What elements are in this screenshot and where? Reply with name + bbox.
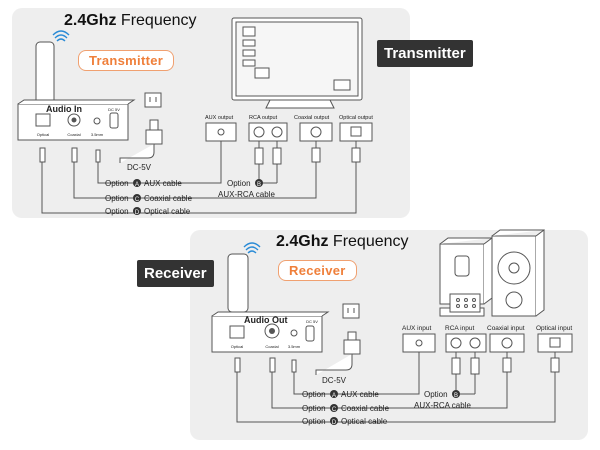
transmitter-frequency-bold: 2.4Ghz: [64, 12, 117, 29]
tv-output-aux-label: AUX output: [205, 115, 234, 121]
transmitter-option-a-prefix: Option: [105, 179, 129, 188]
transmitter-port-title: Audio In: [46, 104, 82, 114]
receiver-option-b: Option B: [424, 390, 460, 399]
receiver-frequency-rest: Frequency: [328, 233, 409, 250]
receiver-option-a-text: AUX cable: [341, 390, 379, 399]
tv-output-coaxial-label: Coaxial output: [294, 115, 330, 121]
transmitter-port-dc: DC 5V: [108, 107, 120, 112]
transmitter-option-d-text: Optical cable: [144, 207, 191, 216]
receiver-aux-rca-label: AUX-RCA cable: [414, 401, 471, 410]
transmitter-frequency-title: 2.4Ghz Frequency: [64, 12, 197, 30]
receiver-badge: Receiver: [278, 260, 357, 281]
receiver-port-35mm: 3.5mm: [288, 344, 301, 349]
receiver-option-d: Option D Optical cable: [302, 417, 388, 426]
tv-output-rca-label: RCA output: [249, 115, 278, 121]
transmitter-option-b: Option B: [227, 179, 263, 188]
transmitter-side-label: Transmitter: [377, 40, 473, 67]
receiver-power-adapter: [315, 303, 361, 375]
receiver-port-title: Audio Out: [244, 315, 288, 325]
transmitter-option-d-letter: D: [135, 210, 140, 216]
receiver-frequency-bold: 2.4Ghz: [276, 233, 329, 250]
receiver-port-dc: DC 5V: [306, 319, 318, 324]
transmitter-badge: Transmitter: [78, 50, 175, 71]
receiver-option-a-letter: A: [332, 393, 336, 399]
receiver-wifi-icon: [243, 242, 261, 254]
transmitter-power-adapter: [119, 92, 163, 163]
receiver-option-b-prefix: Option: [424, 390, 448, 399]
receiver-frequency-title: 2.4Ghz Frequency: [276, 233, 409, 251]
receiver-option-d-text: Optical cable: [341, 417, 388, 426]
transmitter-port-optical: Optical: [37, 132, 50, 137]
speaker-input-rca-label: RCA input: [445, 325, 474, 332]
receiver-option-a: Option A AUX cable: [302, 390, 379, 399]
transmitter-option-a: Option A AUX cable: [105, 179, 182, 188]
transmitter-option-d-prefix: Option: [105, 207, 129, 216]
transmitter-option-c-text: Coaxial cable: [144, 194, 193, 203]
transmitter-device: [17, 99, 136, 141]
tv-device: [231, 17, 363, 109]
transmitter-power-label: DC-5V: [127, 163, 152, 172]
receiver-antenna: [227, 253, 249, 313]
transmitter-option-d: Option D Optical cable: [105, 207, 191, 216]
receiver-option-c-letter: C: [332, 407, 337, 413]
transmitter-port-coaxial: Coaxial: [67, 132, 80, 137]
receiver-option-c-text: Coaxial cable: [341, 404, 390, 413]
receiver-option-a-prefix: Option: [302, 390, 326, 399]
transmitter-option-b-prefix: Option: [227, 179, 251, 188]
receiver-cables: [234, 352, 560, 423]
transmitter-wifi-icon: [52, 30, 70, 42]
transmitter-antenna: [35, 41, 55, 105]
tv-output-optical-label: Optical output: [339, 115, 373, 121]
speaker-input-coaxial-label: Coaxial input: [487, 325, 525, 332]
transmitter-option-a-text: AUX cable: [144, 179, 182, 188]
receiver-device: [211, 311, 330, 353]
transmitter-option-a-letter: A: [135, 182, 139, 188]
speaker-input-ports: [402, 333, 573, 353]
transmitter-port-35mm: 3.5mm: [91, 132, 104, 137]
receiver-port-coaxial: Coaxial: [265, 344, 278, 349]
speakers: [439, 229, 545, 317]
transmitter-aux-rca-label: AUX-RCA cable: [218, 190, 275, 199]
transmitter-option-c-prefix: Option: [105, 194, 129, 203]
receiver-port-optical: Optical: [231, 344, 244, 349]
transmitter-option-b-letter: B: [257, 182, 261, 188]
transmitter-option-c: Option C Coaxial cable: [105, 194, 193, 203]
transmitter-cables: [39, 141, 361, 214]
receiver-side-label: Receiver: [137, 260, 214, 287]
speaker-input-aux-label: AUX input: [402, 325, 431, 332]
speaker-input-optical-label: Optical input: [536, 325, 572, 332]
tv-output-ports: [205, 122, 373, 142]
receiver-option-d-prefix: Option: [302, 417, 326, 426]
receiver-option-b-letter: B: [454, 393, 458, 399]
receiver-option-d-letter: D: [332, 420, 337, 426]
receiver-option-c-prefix: Option: [302, 404, 326, 413]
transmitter-option-c-letter: C: [135, 197, 140, 203]
receiver-power-label: DC-5V: [322, 376, 347, 385]
receiver-option-c: Option C Coaxial cable: [302, 404, 390, 413]
transmitter-frequency-rest: Frequency: [116, 12, 197, 29]
